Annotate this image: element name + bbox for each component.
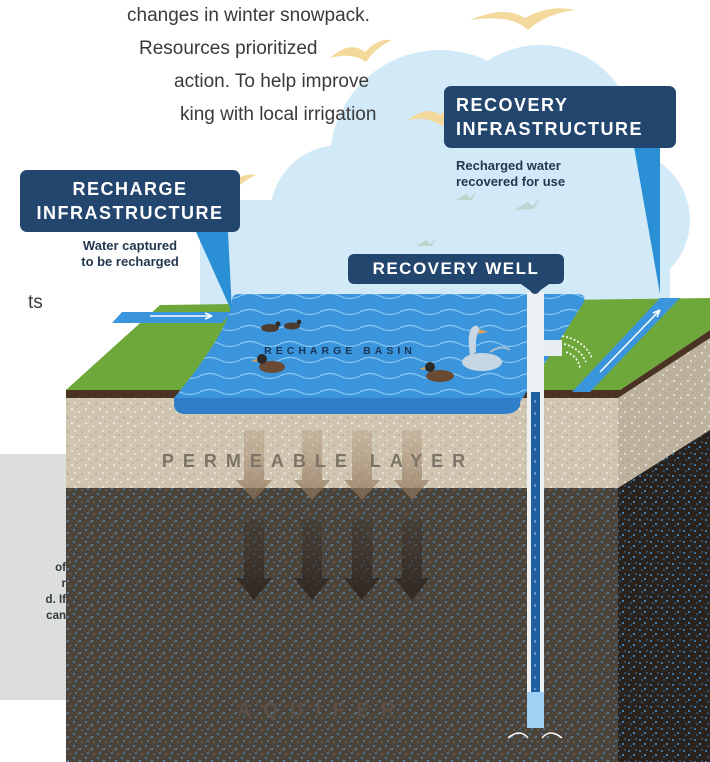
- callout-title-line: RECHARGE: [72, 179, 188, 199]
- aquifer-flow-arrows: [236, 520, 430, 600]
- cropped-text-fragment: ts: [28, 292, 43, 313]
- recovery-infrastructure-callout: [444, 86, 676, 148]
- callout-title-line: INFRASTRUCTURE: [36, 203, 224, 223]
- inflow-channel: [112, 312, 232, 323]
- aquifer-label: AQUIFER: [237, 700, 407, 721]
- paragraph-line: king with local irrigation: [180, 104, 377, 125]
- callout-subtitle-line: recovered for use: [456, 174, 566, 189]
- callout-subtitle-line: Recharged water: [456, 158, 561, 173]
- callout-subtitle-line: to be recharged: [81, 254, 179, 269]
- recovery-infrastructure-subtitle: Recharged water recovered for use: [456, 158, 656, 190]
- duck-icon: [251, 319, 454, 382]
- side-note-text: of r d. If can: [0, 560, 66, 624]
- recharge-basin-label: RECHARGE BASIN: [264, 345, 416, 357]
- bird-icon: [416, 192, 540, 246]
- side-note-box: [0, 454, 66, 700]
- recovery-infrastructure-title: RECOVERY INFRASTRUCTURE: [456, 93, 676, 141]
- callout-title-line: INFRASTRUCTURE: [456, 119, 643, 139]
- downward-flow-arrows: [236, 430, 430, 500]
- soil-band: [66, 330, 710, 398]
- paragraph-line: action. To help improve: [174, 71, 370, 92]
- side-note-line: r: [61, 578, 66, 590]
- intro-paragraph: changes in winter snowpack. Resources pr…: [110, 0, 410, 130]
- recovery-well-pointer: [518, 282, 552, 294]
- callout-subtitle-line: Water captured: [82, 238, 178, 253]
- recovery-infrastructure-pointer: [630, 124, 660, 294]
- permeable-layer-label: PERMEABLE LAYER: [162, 451, 474, 471]
- recharge-infrastructure-callout: [20, 170, 240, 232]
- paragraph-line: changes in winter snowpack.: [127, 5, 370, 26]
- recharge-callout-pointer: [196, 232, 232, 312]
- recharge-infrastructure-subtitle: Water captured to be recharged: [26, 238, 234, 270]
- side-note-line: of: [55, 562, 66, 574]
- recharge-infrastructure-title: RECHARGE INFRASTRUCTURE: [20, 177, 240, 225]
- callout-title-line: RECOVERY: [456, 95, 569, 115]
- swan-icon: [462, 325, 511, 371]
- paragraph-line: Resources prioritized: [139, 38, 318, 59]
- outlet-pipe: [540, 340, 562, 356]
- flow-arrow-icon: [599, 309, 661, 373]
- recovery-well-title: RECOVERY WELL: [372, 259, 540, 278]
- side-note-line: can: [46, 610, 66, 622]
- recovery-well-callout: [348, 254, 564, 284]
- side-note-line: d. If: [45, 594, 66, 606]
